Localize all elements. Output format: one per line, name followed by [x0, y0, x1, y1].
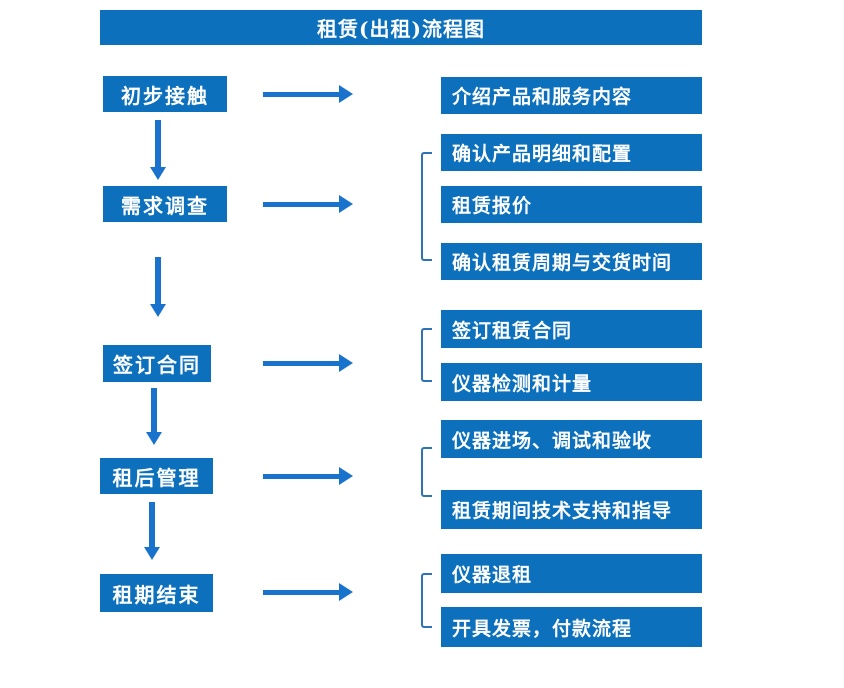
bracket-connector-post-rental	[421, 447, 432, 497]
right-arrow-icon-5	[263, 583, 353, 601]
down-arrow-icon-2	[150, 257, 166, 317]
stage-post-rental-management: 租后管理	[100, 458, 213, 494]
down-arrow-icon-4	[144, 502, 160, 560]
task-instrument-setup-acceptance: 仪器进场、调试和验收	[441, 420, 702, 458]
flowchart-title: 租赁(出租)流程图	[100, 10, 702, 45]
task-invoice-payment-process: 开具发票，付款流程	[441, 607, 702, 647]
bracket-connector-demand-survey	[421, 152, 432, 261]
right-arrow-icon-3	[263, 354, 353, 372]
stage-initial-contact: 初步接触	[103, 76, 227, 112]
bracket-connector-sign-contract	[421, 328, 432, 382]
stage-lease-end: 租期结束	[100, 574, 213, 612]
task-introduce-products-services: 介绍产品和服务内容	[441, 77, 702, 114]
right-arrow-icon-4	[263, 467, 353, 485]
task-technical-support-guidance: 租赁期间技术支持和指导	[441, 490, 702, 529]
stage-demand-survey: 需求调查	[103, 186, 227, 222]
down-arrow-icon-3	[146, 388, 162, 445]
right-arrow-icon-2	[263, 195, 353, 213]
task-instrument-inspection-metering: 仪器检测和计量	[441, 363, 702, 401]
bracket-connector-lease-end	[421, 573, 432, 628]
task-instrument-return: 仪器退租	[441, 554, 702, 593]
task-sign-rental-contract: 签订租赁合同	[441, 310, 702, 348]
right-arrow-icon-1	[263, 85, 353, 103]
task-confirm-product-details: 确认产品明细和配置	[441, 134, 702, 171]
stage-sign-contract: 签订合同	[103, 345, 211, 382]
task-confirm-rental-period-delivery: 确认租赁周期与交货时间	[441, 243, 702, 280]
task-rental-quotation: 租赁报价	[441, 186, 702, 223]
down-arrow-icon-1	[150, 120, 166, 180]
